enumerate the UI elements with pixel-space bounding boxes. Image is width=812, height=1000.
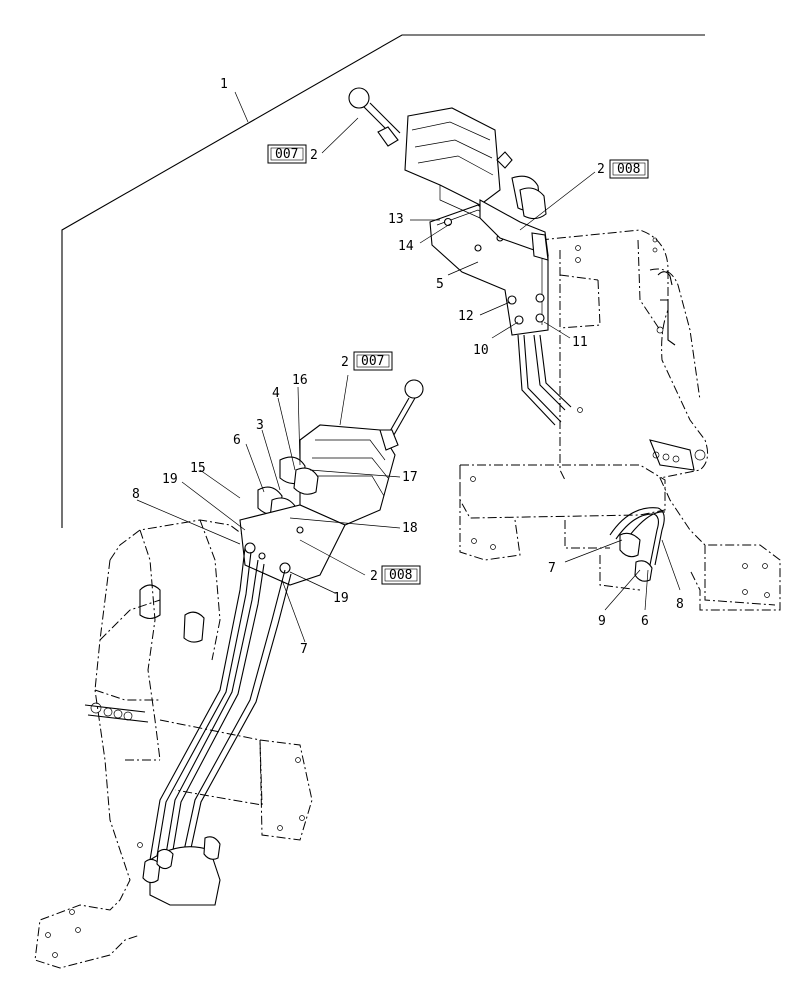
callout-14: 14: [398, 239, 414, 254]
ref-008-mid-lower: 008: [389, 568, 412, 583]
callout-17: 17: [402, 470, 418, 485]
callout-19-bottom: 19: [333, 591, 349, 606]
callout-4: 4: [272, 386, 280, 401]
callout-3: 3: [256, 418, 264, 433]
callout-7-left: 7: [300, 642, 308, 657]
ref-box-008-mid-lower: [381, 565, 421, 585]
leader-lines: [136, 91, 681, 643]
lower-left-assembly: [34, 379, 424, 969]
ref-box-007-mid: [353, 351, 393, 371]
callout-19-top: 19: [162, 472, 178, 487]
callout-1: 1: [220, 77, 228, 92]
ref-007-mid: 007: [361, 354, 384, 369]
ref-007-top: 007: [275, 147, 298, 162]
assembly-frame-lines: [61, 34, 705, 528]
callout-10: 10: [473, 343, 489, 358]
callout-13: 13: [388, 212, 404, 227]
callout-2-top-valve: 2: [310, 148, 318, 163]
callout-5: 5: [436, 277, 444, 292]
callout-6-right: 6: [641, 614, 649, 629]
ref-box-007-top: [267, 144, 307, 164]
ref-box-008-top-right: [609, 159, 649, 179]
callout-8-left: 8: [132, 487, 140, 502]
callout-9: 9: [598, 614, 606, 629]
callout-11: 11: [572, 335, 588, 350]
callout-7-right: 7: [548, 561, 556, 576]
ref-008-top-right: 008: [617, 162, 640, 177]
callout-15: 15: [190, 461, 206, 476]
callout-labels: 1 007 2 2 008 13 14 5 12 10 11 2 007 16 …: [132, 77, 684, 657]
callout-18: 18: [402, 521, 418, 536]
callout-8-right: 8: [676, 597, 684, 612]
callout-2-mid-lower: 2: [370, 569, 378, 584]
callout-12: 12: [458, 309, 474, 324]
callout-6-left: 6: [233, 433, 241, 448]
callout-2-mid-valve: 2: [341, 355, 349, 370]
callout-16: 16: [292, 373, 308, 388]
upper-right-assembly: [348, 87, 781, 611]
callout-2-top-right: 2: [597, 162, 605, 177]
